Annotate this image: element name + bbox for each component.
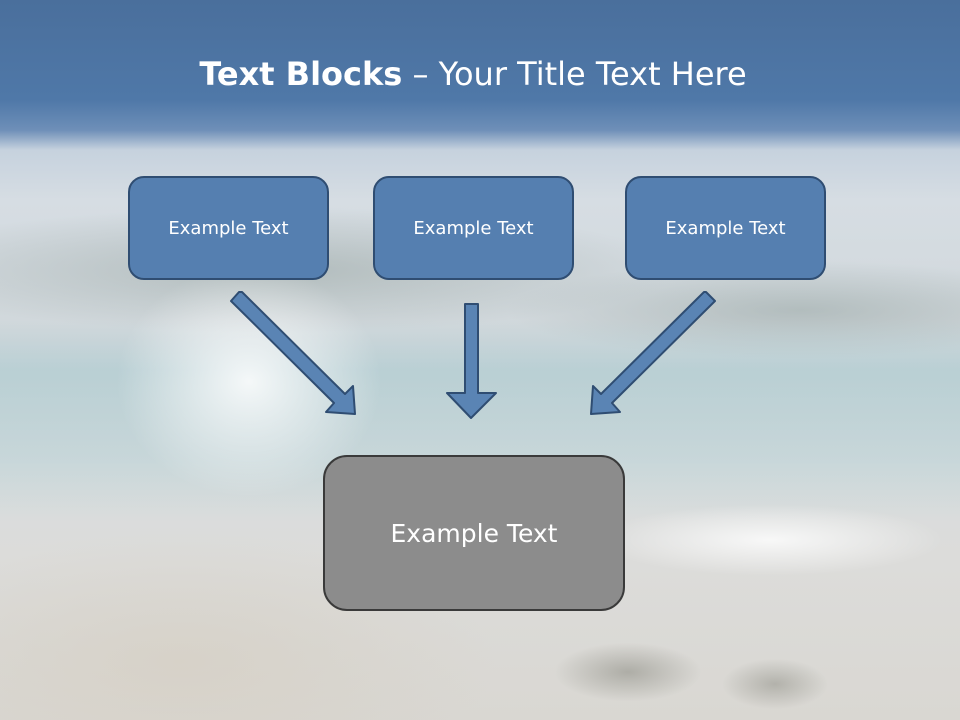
text-box-main-label: Example Text xyxy=(390,518,558,548)
text-box-left[interactable]: Example Text xyxy=(128,176,329,280)
slide-title: Text Blocks – Your Title Text Here xyxy=(0,52,946,96)
text-box-main[interactable]: Example Text xyxy=(323,455,625,611)
text-box-center-label: Example Text xyxy=(413,217,534,239)
text-box-center[interactable]: Example Text xyxy=(373,176,574,280)
text-box-right-label: Example Text xyxy=(665,217,786,239)
text-box-right[interactable]: Example Text xyxy=(625,176,826,280)
background-rocks xyxy=(460,600,880,720)
title-bold-part: Text Blocks xyxy=(199,55,403,93)
title-regular-part: – Your Title Text Here xyxy=(402,55,747,93)
text-box-left-label: Example Text xyxy=(168,217,289,239)
